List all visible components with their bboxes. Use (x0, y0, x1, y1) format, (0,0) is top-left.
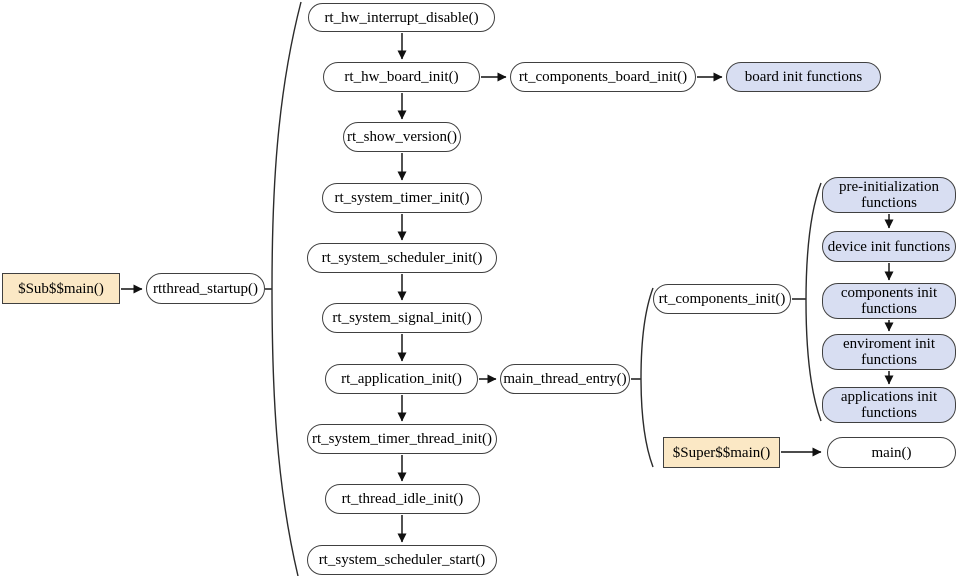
middle-brace (640, 287, 654, 468)
node-components-init-functions: components init functions (822, 283, 956, 319)
node-rt-application-init: rt_application_init() (325, 364, 478, 394)
node-rt-thread-idle-init: rt_thread_idle_init() (325, 484, 480, 514)
node-rt-system-timer-thread-init: rt_system_timer_thread_init() (307, 424, 497, 454)
node-rt-system-signal-init: rt_system_signal_init() (322, 303, 482, 333)
right-brace (805, 182, 822, 422)
node-rt-system-scheduler-init: rt_system_scheduler_init() (307, 243, 497, 273)
node-board-init-functions: board init functions (726, 62, 881, 92)
node-rt-show-version: rt_show_version() (343, 122, 461, 152)
node-rt-system-scheduler-start: rt_system_scheduler_start() (307, 545, 497, 575)
node-rt-hw-interrupt-disable: rt_hw_interrupt_disable() (308, 3, 495, 32)
node-super-main: $Super$$main() (663, 437, 780, 468)
node-main-thread-entry: main_thread_entry() (500, 364, 630, 394)
node-main: main() (827, 437, 956, 468)
node-rt-hw-board-init: rt_hw_board_init() (323, 62, 480, 92)
node-applications-init-functions: applications init functions (822, 387, 956, 423)
node-rt-components-board-init: rt_components_board_init() (510, 62, 696, 92)
node-rtthread-startup: rtthread_startup() (146, 273, 265, 304)
left-brace (271, 1, 302, 576)
node-rt-system-timer-init: rt_system_timer_init() (322, 183, 482, 213)
node-pre-initialization-functions: pre-initialization functions (822, 177, 956, 213)
node-rt-components-init: rt_components_init() (653, 284, 791, 314)
node-device-init-functions: device init functions (822, 231, 956, 262)
arrows (121, 33, 894, 543)
node-sub-main: $Sub$$main() (2, 273, 120, 304)
node-environment-init-functions: enviroment init functions (822, 334, 956, 370)
